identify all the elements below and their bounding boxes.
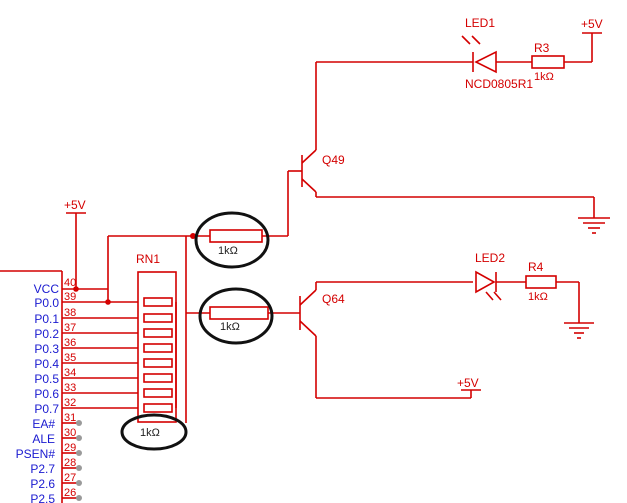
mcu-pin-name: P0.6 [34,387,59,401]
mcu-pin-row: P0.2 37 [34,322,138,341]
mcu-pin-name: P2.5 [30,492,55,503]
mcu-pin-row: P0.0 39 [34,291,138,310]
mcu-pin-name: P0.4 [34,357,59,371]
mcu-pin-list: VCC 40 P0.0 39 P0.1 38 P0.2 37 P0.3 36 P… [16,277,138,503]
highlight-ellipse-rn1-value [120,413,188,451]
mcu-pin-row: P2.5 26 [30,487,82,503]
q64-transistor: Q64 [299,281,473,399]
r3-resistor: R3 1kΩ [531,33,593,83]
mcu-pin-name: P2.7 [30,462,55,476]
mcu-pin-row: P0.3 36 [34,337,138,356]
r4-value-label: 1kΩ [528,291,548,303]
led1-part-label: NCD0805R1 [465,77,533,91]
mcu-pin-name: P0.2 [34,327,59,341]
q49-ref-label: Q49 [322,153,345,167]
mcu-pin-number: 39 [64,291,76,303]
mcu-pin-number: 36 [64,337,76,349]
mcu-pin-number: 35 [64,352,76,364]
led1-power-symbol: +5V [581,17,603,34]
r3-value-label: 1kΩ [534,71,554,83]
mcu-pin-number: 33 [64,382,76,394]
mcu-pin-number: 40 [64,277,76,289]
mcu-pin-row: ALE 30 [32,427,82,446]
mcu-pin-name: P0.0 [34,296,59,310]
mcu-pin-number: 30 [64,427,76,439]
mcu-pin-number: 31 [64,412,76,424]
mcu-pin-row: P0.5 34 [34,367,138,386]
q64-power-label: +5V [457,376,479,390]
rn1-ref-label: RN1 [136,252,160,266]
led1-power-label: +5V [581,17,603,31]
ground-symbol [578,197,610,234]
mcu-pin-name: P0.5 [34,372,59,386]
mcu-pin-number: 29 [64,442,76,454]
junction-dot [105,299,111,305]
mcu-chip [0,270,63,503]
led1-ref-label: LED1 [465,16,495,30]
q64-base-resistor: 1kΩ [209,306,300,333]
mcu-pin-row: P0.7 32 [34,397,138,416]
r4-resistor: R4 1kΩ [525,260,580,323]
mcu-pin-row: P0.1 38 [34,307,138,326]
q64-ref-label: Q64 [322,292,345,306]
rn1-resistor-network: RN1 1kΩ [136,252,177,439]
mcu-pin-name: EA# [32,417,55,431]
mcu-pin-number: 34 [64,367,76,379]
mcu-pin-name: P0.1 [34,312,59,326]
mcu-pin-row: P0.4 35 [34,352,138,371]
mcu-pin-row: PSEN# 29 [16,442,82,461]
mcu-pin-name: ALE [32,432,55,446]
q64-power-symbol: +5V [457,376,481,398]
led2-ref-label: LED2 [475,251,505,265]
mcu-pin-row: P2.7 28 [30,457,82,476]
highlight-ellipse-q49-resistor [194,211,270,269]
vcc-bus-wires [105,233,210,423]
q64-base-resistor-value: 1kΩ [220,321,240,333]
mcu-pin-number: 38 [64,307,76,319]
mcu-pin-number: 32 [64,397,76,409]
r3-ref-label: R3 [534,41,550,55]
vcc-power-symbol: +5V [64,198,86,292]
mcu-pin-name: VCC [34,282,60,296]
mcu-pin-number: 27 [64,472,76,484]
mcu-pin-row: P2.6 27 [30,472,82,491]
mcu-pin-name: P0.7 [34,402,59,416]
mcu-pin-number: 37 [64,322,76,334]
q49-transistor: Q49 [287,61,594,236]
led2-diode: LED2 [475,251,526,301]
q49-base-resistor-value: 1kΩ [218,245,238,257]
q49-base-resistor: 1kΩ [209,229,288,257]
mcu-pin-number: 26 [64,487,76,499]
mcu-pin-row: P0.6 33 [34,382,138,401]
mcu-pin-name: P0.3 [34,342,59,356]
mcu-pin-row: EA# 31 [32,412,82,431]
mcu-pin-name: PSEN# [16,447,56,461]
ground-symbol [564,322,594,339]
r4-ref-label: R4 [528,260,544,274]
mcu-pin-name: P2.6 [30,477,55,491]
junction-dot [73,286,79,292]
led1-diode: LED1 NCD0805R1 [461,16,533,91]
rn1-value-label: 1kΩ [140,427,160,439]
vcc-power-label: +5V [64,198,86,212]
mcu-pin-number: 28 [64,457,76,469]
mcu-pin-row: VCC 40 [34,277,108,296]
highlight-ellipse-q64-resistor [198,287,274,345]
